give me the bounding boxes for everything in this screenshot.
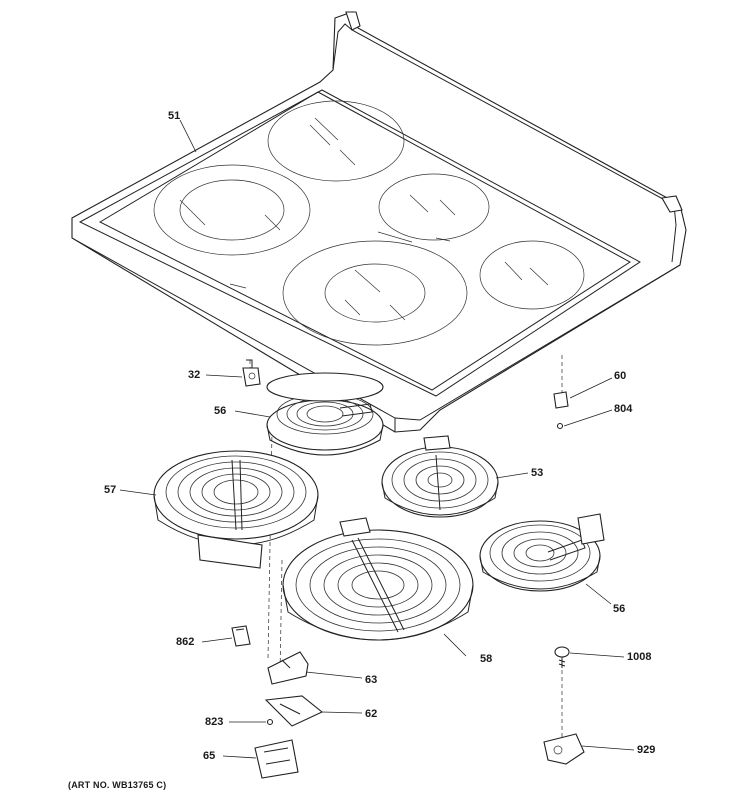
callout-bracket-63: 63 [365,674,378,686]
bracket-65 [254,739,299,779]
bracket-62 [264,695,324,727]
callout-screw-823: 823 [205,716,224,728]
glass-cooktop [71,11,687,433]
callout-terminal-block: 32 [188,369,201,381]
callout-element-large-left: 57 [104,484,117,496]
bracket-862 [231,625,251,647]
clip-60 [553,391,569,409]
callout-element-small-right: 56 [613,603,626,615]
callout-element-medium-center: 53 [531,467,544,479]
callout-element-large-center: 58 [480,653,493,665]
callout-clip-60: 60 [614,370,627,382]
element-small-right [479,513,605,592]
callout-bracket-65: 65 [203,750,216,762]
callout-clip-929: 929 [637,744,656,756]
callout-bracket-862: 862 [176,636,195,648]
callout-glass-cooktop: 51 [168,110,181,122]
terminal-block [242,359,261,387]
callout-screw-1008: 1008 [627,651,652,663]
element-large-left [153,450,319,569]
art-number: (ART NO. WB13765 C) [68,780,167,790]
clip-929 [543,733,585,765]
element-small-left [266,372,384,456]
bracket-63 [267,651,309,685]
screw-804 [556,422,564,430]
screw-1008 [554,646,570,668]
screw-823 [266,718,274,726]
callout-element-small-left: 56 [214,405,227,417]
callout-screw-804: 804 [614,403,633,415]
element-medium-center [381,435,499,518]
element-large-center [282,517,474,641]
callout-bracket-62: 62 [365,708,378,720]
